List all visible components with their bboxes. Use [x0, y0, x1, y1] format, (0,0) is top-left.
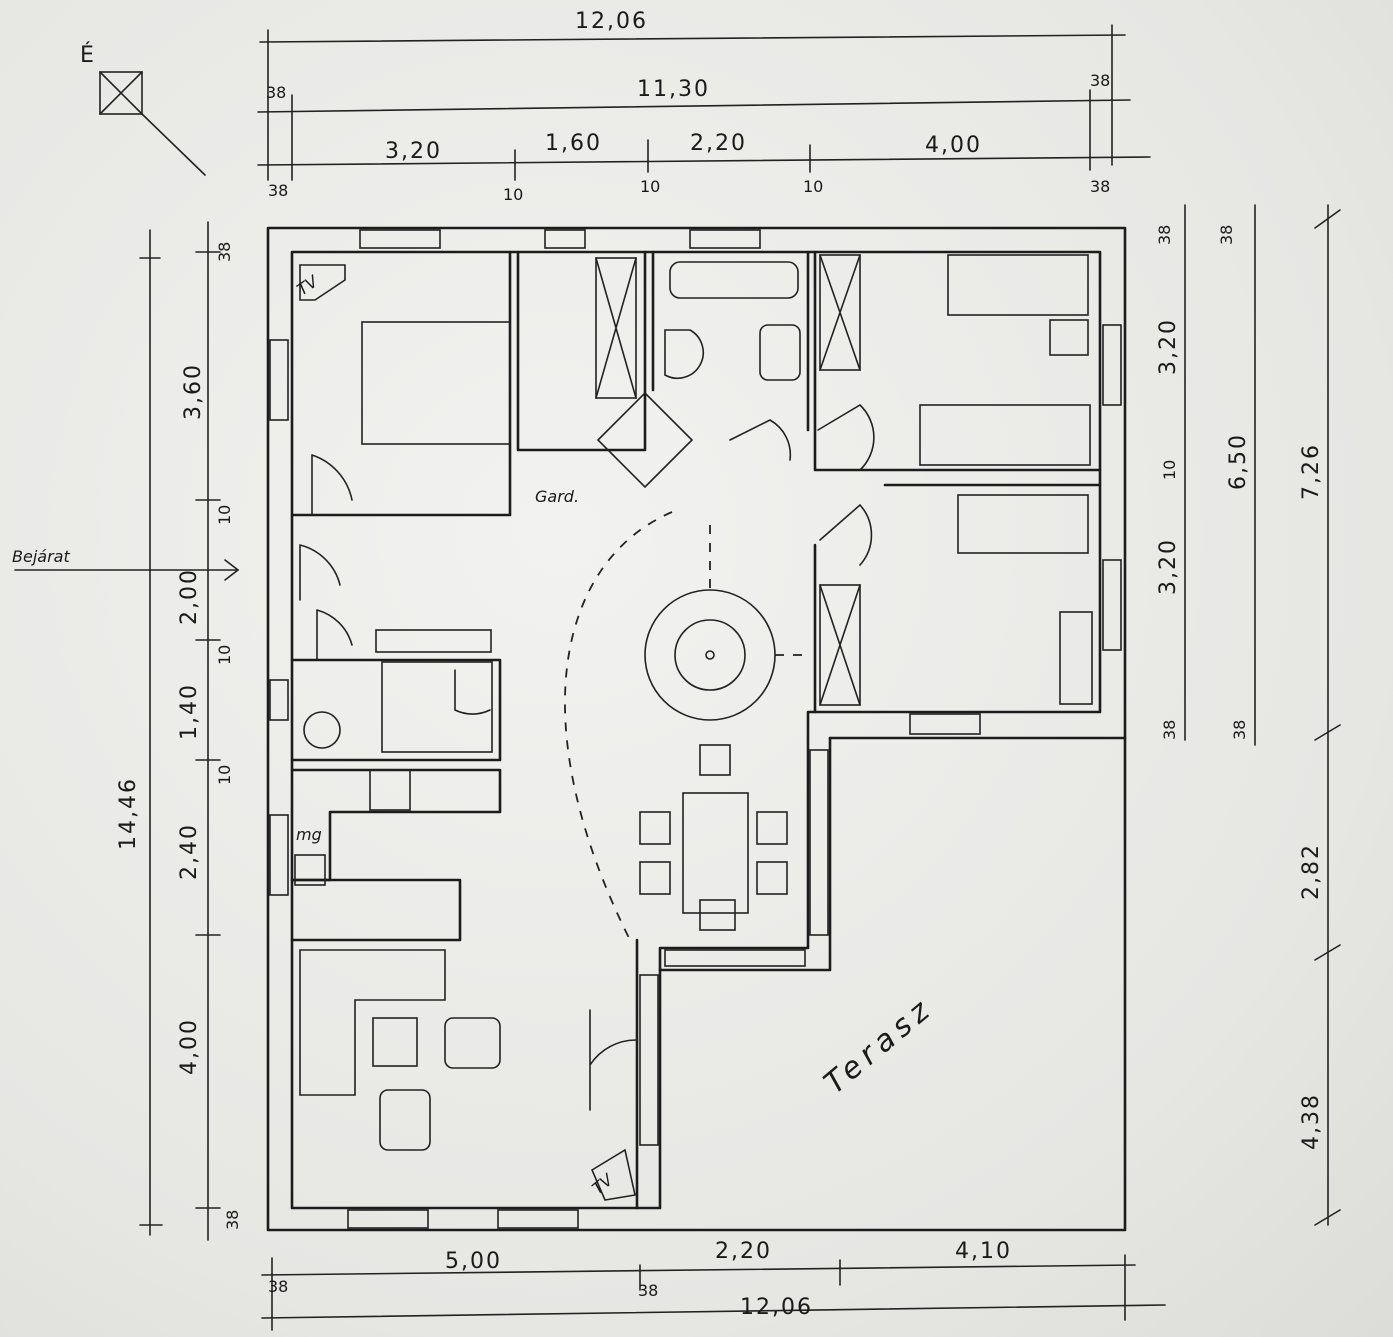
dim-left-seg3: 1,40 — [177, 683, 202, 740]
dim-top-seg3: 2,20 — [690, 131, 747, 156]
dim-top-wall-left-1: 38 — [266, 83, 286, 102]
dim-top-seg4: 4,00 — [925, 133, 982, 158]
dim-right-middle: 2,82 — [1299, 843, 1324, 900]
bathtub — [669, 261, 799, 299]
dim-left-seg2: 2,00 — [177, 568, 202, 625]
dim-top-inner: 11,30 — [637, 77, 710, 102]
dim-bottom-overall: 12,06 — [740, 1295, 813, 1320]
dim-right-upper: 7,26 — [1299, 443, 1324, 500]
dim-top-overall: 12,06 — [575, 9, 648, 34]
entrance-marker: Bejárat — [12, 547, 240, 581]
dim-left-part1: 10 — [215, 505, 234, 525]
kitchen-sink — [294, 854, 326, 886]
dim-top-part2: 10 — [640, 177, 660, 196]
walls — [266, 226, 1127, 1232]
dim-top-seg2: 1,60 — [545, 131, 602, 156]
north-compass-icon: É — [80, 42, 206, 176]
double-bed — [361, 321, 511, 445]
dim-right-seg2: 3,20 — [1156, 538, 1181, 595]
bed-room-1 — [947, 254, 1089, 316]
dim-right-wall-bottom-1: 38 — [1160, 720, 1179, 740]
entrance-label: Bejárat — [12, 547, 70, 566]
bottom-dimensions: 5,00 2,20 4,10 38 38 12,06 — [261, 1239, 1166, 1331]
dim-right-wall-top-2: 38 — [1217, 225, 1236, 245]
wardrobe-label: Gard. — [535, 487, 579, 506]
left-dimensions: 14,46 38 3,60 10 2,00 10 1,40 10 2,40 4,… — [116, 221, 242, 1241]
dim-top-wall-right-2: 38 — [1090, 177, 1110, 196]
compass-label: É — [80, 42, 96, 68]
dim-bottom-seg1: 5,00 — [445, 1249, 502, 1274]
dining-table — [682, 792, 749, 914]
shower — [596, 391, 694, 489]
dim-right-part: 10 — [1160, 460, 1179, 480]
stove — [369, 769, 411, 811]
windows — [269, 229, 1122, 1229]
right-dimensions: 38 3,20 10 3,20 38 38 6,50 38 7,26 2,82 … — [1155, 204, 1341, 1226]
dim-bottom-seg3: 4,10 — [955, 1239, 1012, 1264]
terrace-label: Terasz — [818, 990, 941, 1101]
dim-right-lower: 4,38 — [1299, 1093, 1324, 1150]
dim-top-part1: 10 — [503, 185, 523, 204]
sofa — [299, 949, 446, 1096]
toilet — [664, 329, 705, 380]
dim-left-seg5: 4,00 — [177, 1018, 202, 1075]
sink — [759, 324, 801, 381]
dim-left-seg1: 3,60 — [181, 363, 206, 420]
dim-bottom-wall-left: 38 — [268, 1277, 288, 1296]
dim-top-wall-left-2: 38 — [268, 181, 288, 200]
dim-left-part3: 10 — [215, 765, 234, 785]
dim-left-wall-top: 38 — [215, 242, 234, 262]
dim-left-part2: 10 — [215, 645, 234, 665]
tv-label-living: TV — [588, 1170, 617, 1199]
dim-top-part3: 10 — [803, 177, 823, 196]
dim-top-seg1: 3,20 — [385, 139, 442, 164]
dim-right-seg1: 3,20 — [1156, 318, 1181, 375]
spiral-staircase — [644, 589, 776, 721]
dim-left-wall-bottom: 38 — [223, 1210, 242, 1230]
dim-right-wall-top-1: 38 — [1155, 225, 1174, 245]
toilet-wc — [303, 711, 341, 749]
dim-right-block: 6,50 — [1226, 433, 1251, 490]
microwave-label: mg — [296, 825, 322, 844]
dim-top-wall-right-1: 38 — [1090, 71, 1110, 90]
tv-label-bedroom: TV — [293, 271, 322, 299]
top-dimensions: 12,06 11,30 38 38 3,20 1,60 2,20 4,00 38… — [257, 9, 1151, 204]
dim-left-overall: 14,46 — [116, 777, 141, 850]
dim-bottom-wall-mid: 38 — [638, 1281, 658, 1300]
dim-bottom-seg2: 2,20 — [715, 1239, 772, 1264]
dim-left-seg4: 2,40 — [177, 823, 202, 880]
dim-right-wall-bottom-2: 38 — [1230, 720, 1249, 740]
doors — [299, 404, 875, 1111]
furniture — [294, 254, 1093, 1201]
bed-room-2 — [957, 494, 1089, 554]
